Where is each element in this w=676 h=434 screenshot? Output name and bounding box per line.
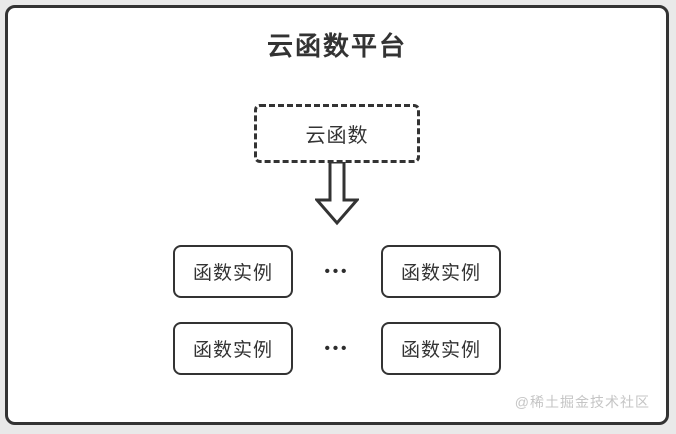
- cloud-function-node: 云函数: [254, 103, 420, 163]
- function-instance-label: 函数实例: [192, 339, 273, 361]
- function-instance-label: 函数实例: [400, 339, 481, 361]
- watermark: @稀土掘金技术社区: [514, 394, 650, 410]
- instance-row: 函数实例 ••• 函数实例: [173, 321, 501, 375]
- platform-card: 云函数平台 云函数 函数实例 ••• 函数实例 函数实例 •••: [5, 5, 669, 425]
- ellipsis: •••: [324, 262, 350, 280]
- function-instance-node: 函数实例: [381, 321, 501, 375]
- cloud-function-label: 云函数: [305, 124, 369, 147]
- function-instance-label: 函数实例: [192, 262, 273, 284]
- diagram-title: 云函数平台: [266, 31, 407, 61]
- function-instance-label: 函数实例: [400, 262, 481, 284]
- function-instance-node: 函数实例: [381, 244, 501, 298]
- function-instance-node: 函数实例: [173, 244, 293, 298]
- down-arrow-icon: [315, 161, 359, 225]
- instance-grid: 函数实例 ••• 函数实例 函数实例 ••• 函数实例: [173, 244, 501, 375]
- instance-row: 函数实例 ••• 函数实例: [173, 244, 501, 298]
- ellipsis: •••: [324, 339, 350, 357]
- function-instance-node: 函数实例: [173, 321, 293, 375]
